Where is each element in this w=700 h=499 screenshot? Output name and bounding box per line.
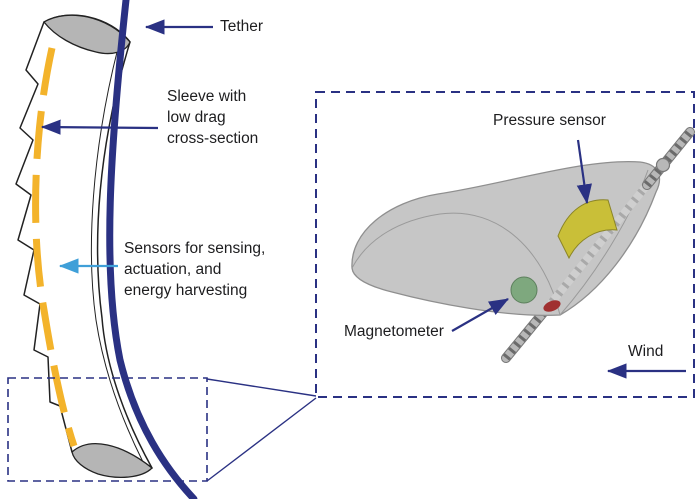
tether-rod-upper — [642, 127, 695, 190]
zoom-connector-top — [206, 378, 317, 397]
sleeve-arrow — [40, 119, 159, 135]
magnetometer-arrow — [451, 298, 509, 332]
wind-label: Wind — [628, 343, 664, 360]
tether-line — [106, 0, 198, 499]
tether-label: Tether — [220, 18, 264, 35]
pressure-sensor-arrow — [576, 139, 592, 205]
pressure-sensor-label: Pressure sensor — [493, 112, 606, 129]
tether-rod-inside — [548, 181, 651, 306]
pressure-sensor-patch — [557, 199, 618, 260]
rod-bead — [655, 157, 671, 173]
rod-entry-grommet — [543, 300, 561, 312]
airfoil-front-crease — [351, 212, 561, 316]
sensors-label: Sensors for sensing, actuation, and ener… — [124, 240, 266, 299]
zoom-connector-bottom — [206, 397, 317, 482]
sleeve-label: Sleeve with low drag cross-section — [167, 88, 259, 147]
sleeve-inner-seam — [90, 47, 144, 463]
sleeve-bottom-cap — [71, 443, 153, 479]
zoom-callout — [7, 91, 695, 482]
detail-view — [351, 127, 695, 379]
sensor-strip-yellow — [32, 47, 78, 448]
left-callout-arrows — [40, 19, 213, 274]
detail-box — [315, 91, 695, 398]
airfoil-body — [351, 160, 661, 317]
zoom-source-box — [7, 377, 208, 482]
magnetometer-dot — [510, 276, 538, 304]
magnetometer-label: Magnetometer — [344, 323, 444, 340]
